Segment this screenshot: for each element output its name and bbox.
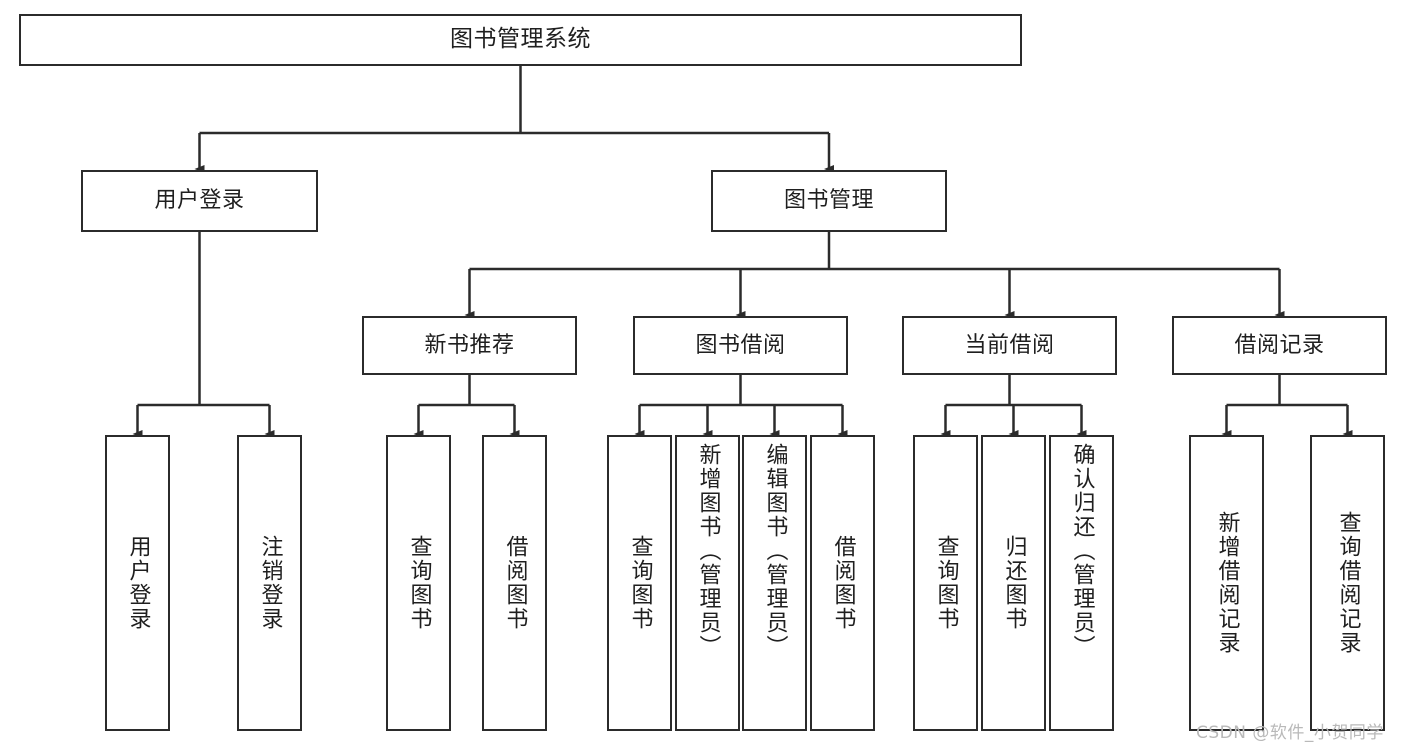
node-label-leaf-user-logout: 注销登录 xyxy=(257,535,283,631)
node-label-leaf-br-query: 查询图书 xyxy=(627,535,653,631)
edge-group xyxy=(132,66,1353,438)
node-bookmgmt[interactable]: 图书管理 xyxy=(711,170,947,232)
node-leaf-rc-query[interactable]: 查询借阅记录 xyxy=(1310,435,1385,731)
node-leaf-cu-return[interactable]: 归还图书 xyxy=(981,435,1046,731)
node-label-leaf-cu-return: 归还图书 xyxy=(1001,535,1027,631)
node-label-bookmgmt: 图书管理 xyxy=(783,188,874,214)
node-leaf-cu-confirm[interactable]: 确认归还（管理员） xyxy=(1049,435,1114,731)
node-leaf-user-login[interactable]: 用户登录 xyxy=(105,435,170,731)
node-label-leaf-user-login: 用户登录 xyxy=(125,535,151,631)
node-leaf-br-add[interactable]: 新增图书（管理员） xyxy=(675,435,740,731)
node-records[interactable]: 借阅记录 xyxy=(1172,316,1387,375)
node-leaf-nb-query[interactable]: 查询图书 xyxy=(386,435,451,731)
node-label-leaf-nb-query: 查询图书 xyxy=(406,535,432,631)
node-borrow[interactable]: 图书借阅 xyxy=(633,316,848,375)
node-label-leaf-cu-confirm: 确认归还（管理员） xyxy=(1069,443,1095,659)
node-label-login: 用户登录 xyxy=(154,188,245,214)
node-leaf-nb-borrow[interactable]: 借阅图书 xyxy=(482,435,547,731)
node-label-leaf-br-lend: 借阅图书 xyxy=(830,535,856,631)
node-leaf-rc-add[interactable]: 新增借阅记录 xyxy=(1189,435,1264,731)
node-label-records: 借阅记录 xyxy=(1234,332,1325,358)
node-newbooks[interactable]: 新书推荐 xyxy=(362,316,577,375)
node-label-leaf-br-add: 新增图书（管理员） xyxy=(695,443,721,659)
node-login[interactable]: 用户登录 xyxy=(81,170,318,232)
node-label-leaf-br-edit: 编辑图书（管理员） xyxy=(762,443,788,659)
node-label-leaf-rc-add: 新增借阅记录 xyxy=(1214,511,1240,655)
node-label-leaf-nb-borrow: 借阅图书 xyxy=(502,535,528,631)
node-leaf-user-logout[interactable]: 注销登录 xyxy=(237,435,302,731)
node-leaf-br-edit[interactable]: 编辑图书（管理员） xyxy=(742,435,807,731)
node-label-current: 当前借阅 xyxy=(964,332,1055,358)
node-label-newbooks: 新书推荐 xyxy=(424,332,515,358)
node-label-root: 图书管理系统 xyxy=(450,26,591,53)
node-label-leaf-rc-query: 查询借阅记录 xyxy=(1335,511,1361,655)
node-leaf-br-query[interactable]: 查询图书 xyxy=(607,435,672,731)
node-leaf-br-lend[interactable]: 借阅图书 xyxy=(810,435,875,731)
node-label-borrow: 图书借阅 xyxy=(695,332,786,358)
node-label-leaf-cu-query: 查询图书 xyxy=(933,535,959,631)
watermark-label: CSDN @软件_小贺同学 xyxy=(1196,723,1384,743)
node-root[interactable]: 图书管理系统 xyxy=(19,14,1022,66)
node-current[interactable]: 当前借阅 xyxy=(902,316,1117,375)
node-leaf-cu-query[interactable]: 查询图书 xyxy=(913,435,978,731)
